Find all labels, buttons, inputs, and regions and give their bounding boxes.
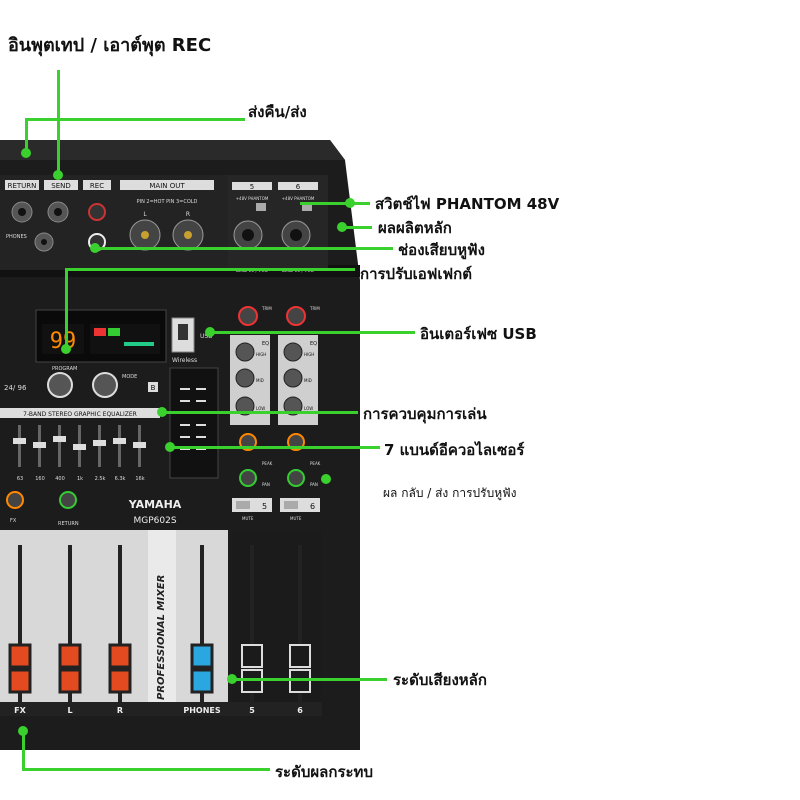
ch6-line-mic: LINE IN / MIC [282,268,315,274]
b-button-label: B [151,384,156,392]
label-effects: การปรับเอฟเฟกต์ [360,265,472,283]
bit-label: 24/ 96 [4,384,27,392]
ch5-eq-label: EQ [262,341,269,347]
jack-label-send: SEND [51,182,71,190]
callout-dot-effects [61,344,71,354]
jack-label-return: RETURN [8,182,37,190]
callout-line-tape [57,70,60,175]
ch5-high-label: HIGH [256,352,266,357]
program-label: PROGRAM [52,366,77,372]
ch5-trim-label: TRIM [261,306,272,311]
geq-freq-1: 63 [17,476,23,482]
callout-line-mainout [342,226,372,229]
ch5-peak-label: PEAK [262,461,273,466]
ch5-pan-label: PAN [262,482,270,487]
ch6-trim-label: TRIM [309,306,320,311]
geq-freq-7: 16k [135,476,144,482]
aux-return-label: RETURN [58,521,79,527]
fader-label-r: R [117,706,123,715]
ch5-phantom-label: +48V PHANTOM [236,196,269,201]
callout-dot-tape [53,170,63,180]
ch5-mute-label: MUTE [242,516,254,521]
label-phantom: สวิตช์ไฟ PHANTOM 48V [375,195,560,213]
fader-label-fx: FX [14,706,26,715]
callout-dot-usb [205,327,215,337]
callout-dot-main-level [227,674,237,684]
geq-freq-2: 160 [35,476,45,482]
label-tape-io: อินพุตเทป / เอาต์พุต REC [8,35,212,56]
ch5-top-number: 5 [250,183,254,191]
callout-line-return-v [25,118,28,153]
callout-dot-mainout [337,222,347,232]
main-out-title: MAIN OUT [149,182,185,190]
geq-freq-6: 6.3k [115,476,126,482]
ch6-peak-label: PEAK [310,461,321,466]
side-title: PROFESSIONAL MIXER [156,575,167,700]
ch6-top-number: 6 [296,183,301,191]
callout-dot-pad [18,726,28,736]
callout-dot-phantom [345,198,355,208]
label-return-send-phones: ผล กลับ / ส่ง การปรับหูฟัง [383,486,517,500]
callout-line-playback [162,411,358,414]
callout-dot-eq7 [165,442,175,452]
ch6-mute-label: MUTE [290,516,302,521]
wireless-label: Wireless [172,357,197,364]
callout-line-effects-v [65,268,68,348]
fader-label-6: 6 [297,706,303,715]
callout-line-phantom [300,202,370,205]
usb-label: USB [200,333,212,340]
geq-freq-5: 2.5k [95,476,106,482]
callout-dot-headphone [90,243,100,253]
phones-jack-label: PHONES [6,234,27,240]
brand-logo-text: YAMAHA [128,498,182,511]
callout-dot-phones-adj [321,474,331,484]
ch6-mid-label: MID [304,378,312,383]
label-return-send: ส่งคืน/ส่ง [248,103,307,121]
ch6-pan-label: PAN [310,482,318,487]
label-pad-level: ระดับผลกระทบ [275,763,373,781]
ch5-mid-label: MID [256,378,264,383]
mixer-image: RETURN SEND REC MAIN OUT PIN 2=HOT PIN 3… [0,140,360,750]
ch6-mid-number: 6 [310,502,315,511]
label-eq7: 7 แบนด์อีควอไลเซอร์ [384,441,525,459]
fader-label-l: L [67,706,72,715]
label-main-out: ผลผลิตหลัก [378,219,452,237]
mode-label: MODE [122,374,137,380]
callout-line-usb [210,331,415,334]
callout-line-pad-h [22,768,270,771]
callout-line-eq7 [170,446,380,449]
ch5-mid-number: 5 [262,502,267,511]
main-out-r: R [186,211,190,218]
model-label: MGP602S [133,516,176,526]
ch6-low-label: LOW [304,406,313,411]
ch6-phantom-label: +48V PHANTOM [282,196,315,201]
geq-freq-4: 1k [77,476,83,482]
ch6-eq-label: EQ [310,341,317,347]
aux-fx-label: FX [10,518,17,524]
label-main-level: ระดับเสียงหลัก [393,671,487,689]
ch5-line-mic: LINE IN / MIC [236,268,269,274]
callout-line-headphone [95,247,393,250]
label-headphone-jack: ช่องเสียบหูฟัง [398,241,485,259]
main-out-l: L [143,211,147,218]
ch5-low-label: LOW [256,406,265,411]
geq-freq-3: 400 [55,476,65,482]
label-playback: การควบคุมการเล่น [363,405,487,423]
fader-label-5: 5 [249,706,255,715]
callout-line-main-level [232,678,387,681]
pin-label: PIN 2=HOT PIN 3=COLD [137,199,198,205]
jack-label-rec: REC [90,182,104,190]
fader-label-phones: PHONES [183,706,221,715]
callout-line-effects-h [65,268,355,271]
geq-title: 7-BAND STEREO GRAPHIC EQUALIZER [23,411,137,418]
callout-line-return-h [25,118,245,121]
callout-dot-playback [157,407,167,417]
label-usb: อินเตอร์เฟซ USB [420,325,537,343]
ch6-high-label: HIGH [304,352,314,357]
callout-line-pad-v [22,730,25,770]
callout-dot-return [21,148,31,158]
